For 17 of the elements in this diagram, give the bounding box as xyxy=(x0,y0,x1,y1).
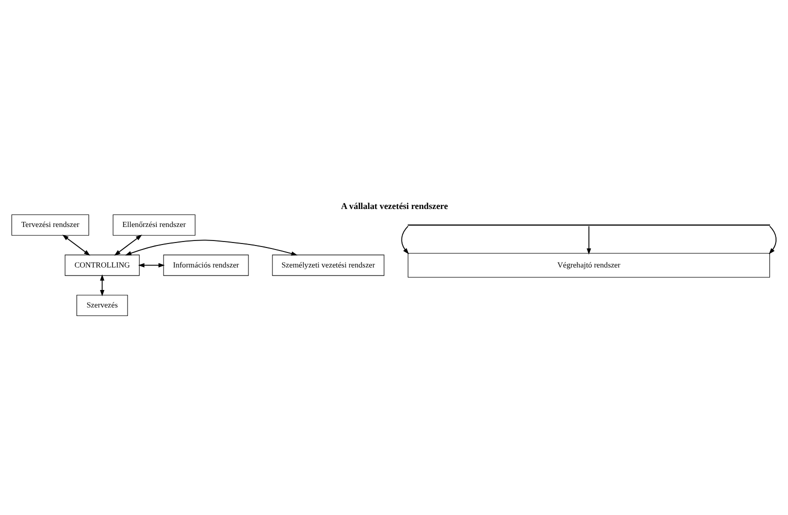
node-box: Végrehajtó rendszer xyxy=(408,252,770,278)
arrow xyxy=(114,234,142,256)
node-box: Információs rendszer xyxy=(163,254,249,276)
arrow xyxy=(62,234,90,256)
arrow xyxy=(401,225,409,254)
node-box: Ellenőrzési rendszer xyxy=(112,214,196,236)
arrow xyxy=(125,239,298,256)
diagram-title: A vállalat vezetési rendszere xyxy=(340,200,448,211)
node-box: CONTROLLING xyxy=(64,254,140,276)
node-box: Tervezési rendszer xyxy=(11,214,90,236)
node-bar xyxy=(408,224,770,226)
arrow xyxy=(768,225,777,254)
arrow xyxy=(100,274,104,296)
arrow xyxy=(138,262,165,267)
node-box: Személyzeti vezetési rendszer xyxy=(272,254,384,276)
arrow xyxy=(586,225,592,254)
node-box: Szervezés xyxy=(76,294,128,316)
